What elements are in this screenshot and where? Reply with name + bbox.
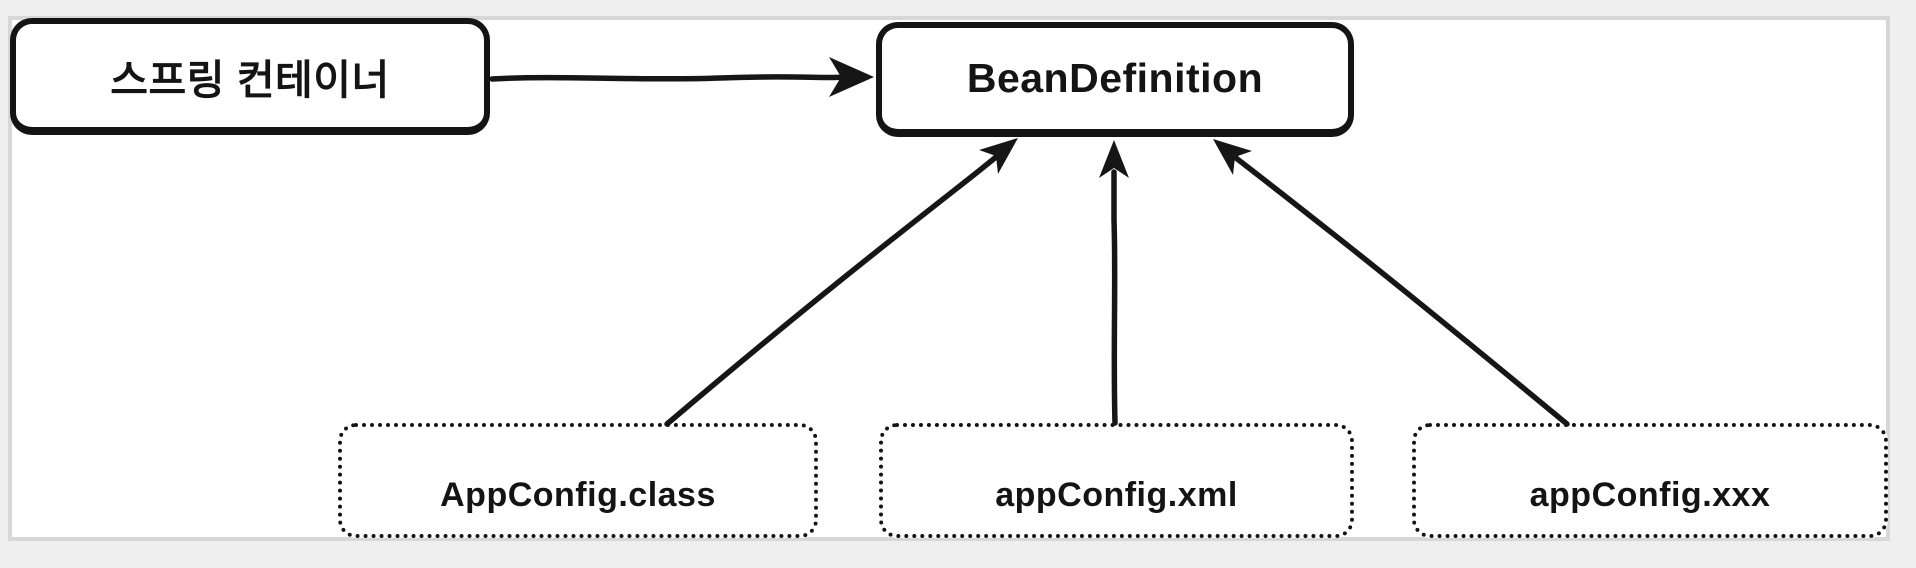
node-spring-container-label: 스프링 컨테이너 [110,56,390,103]
node-appconfig-xml: appConfig.xml [879,423,1354,538]
node-appconfig-class: AppConfig.class [338,423,818,538]
node-appconfig-xxx-label: appConfig.xxx [1529,476,1771,514]
node-appconfig-class-label: AppConfig.class [440,476,716,514]
node-appconfig-xml-label: appConfig.xml [995,476,1238,514]
node-bean-definition: BeanDefinition [876,22,1354,137]
node-spring-container: 스프링 컨테이너 [10,18,490,135]
node-appconfig-xxx: appConfig.xxx [1412,423,1888,538]
node-bean-definition-label: BeanDefinition [966,55,1264,101]
